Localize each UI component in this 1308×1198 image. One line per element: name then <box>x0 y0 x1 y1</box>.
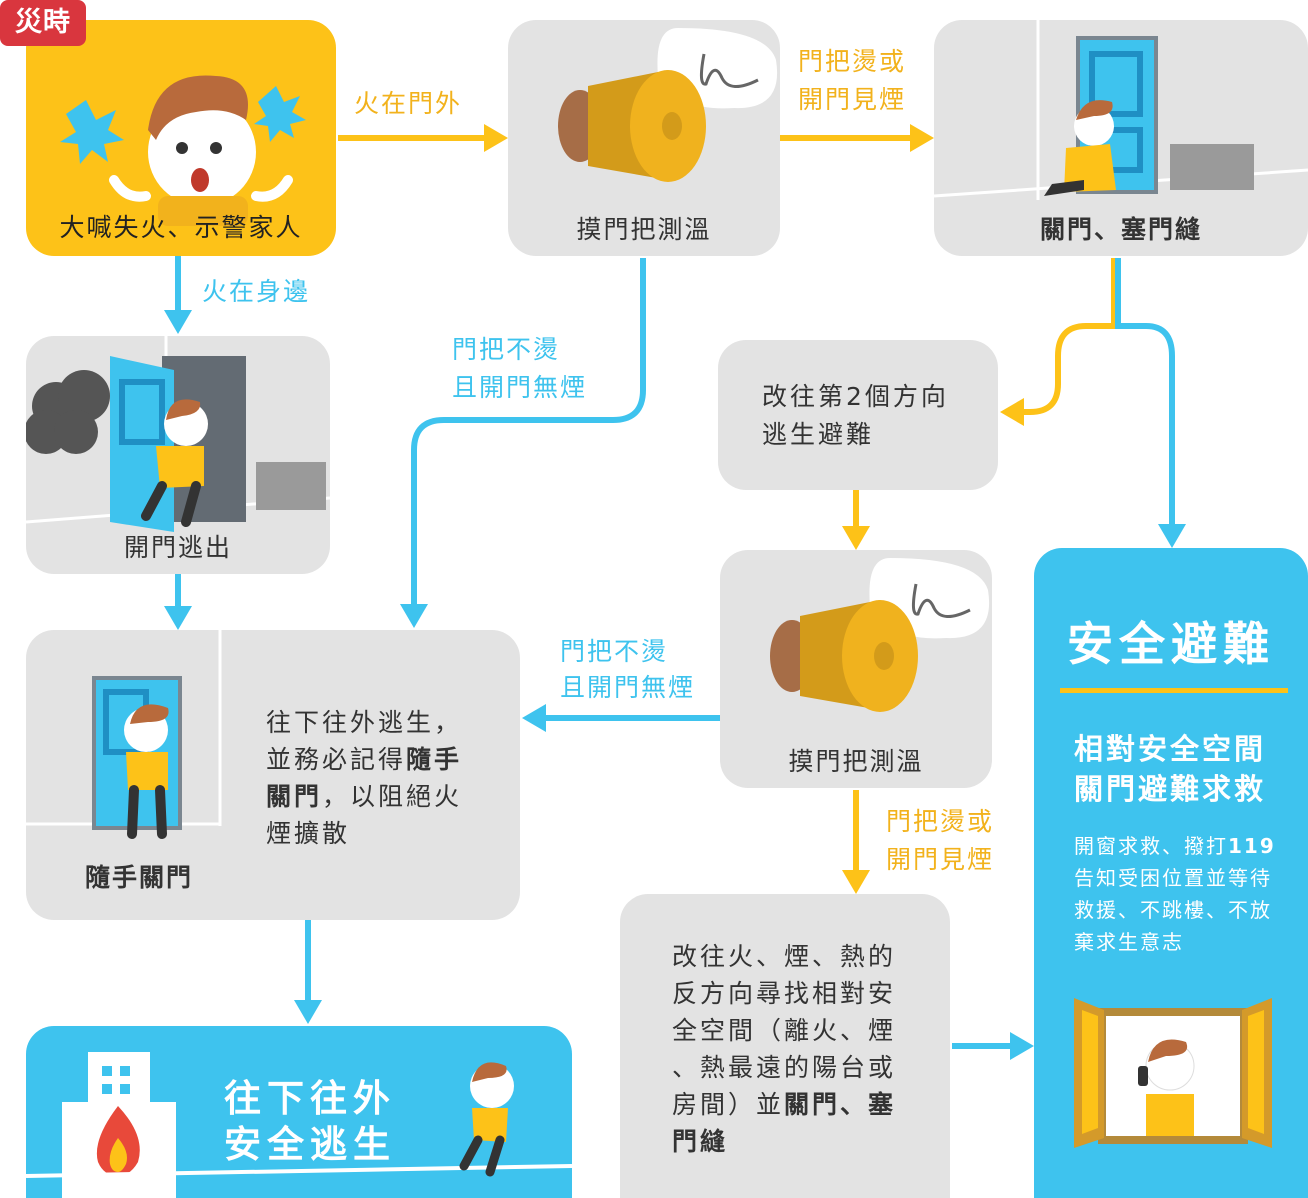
node-close-door: 關門、塞門縫 <box>934 20 1308 256</box>
node-open-escape: 開門逃出 <box>26 336 330 574</box>
label-hot2-line2: 開門見煙 <box>886 845 995 874</box>
tag-label: 災時 <box>15 7 71 38</box>
refuge-desc3: 救援、不跳樓、不放 <box>1074 898 1272 922</box>
arrow-open-to-close <box>164 574 192 630</box>
arrow-fire-outside <box>338 124 508 152</box>
close-behind-caption: 隨手關門 <box>84 863 193 892</box>
relative-line2: 反方向尋找相對安 <box>672 979 897 1008</box>
arrow-hot1 <box>780 124 934 152</box>
close-behind-line1: 往下往外逃生， <box>266 708 463 737</box>
arrow-second-to-touch2 <box>842 490 870 550</box>
arrow-hot2 <box>842 790 870 894</box>
arrow-fire-near <box>164 256 192 334</box>
panicking-person-illustration <box>60 75 306 226</box>
label-not-hot2-line1: 門把不燙 <box>560 637 669 666</box>
label-hot2-line1: 門把燙或 <box>886 807 995 836</box>
relative-line5: 房間）並關門、塞 <box>672 1086 896 1123</box>
label-hot1-line2: 開門見煙 <box>798 85 907 114</box>
node-start: 大喊失火、示警家人 <box>26 20 336 256</box>
door-knob-illustration-2 <box>770 558 990 712</box>
close-behind-line3-b: ，以阻絕火 <box>322 782 463 811</box>
relative-line3: 全空間（離火、煙 <box>672 1016 897 1045</box>
refuge-desc1: 開窗求救、撥打119 <box>1074 830 1276 859</box>
refuge-subtitle1: 相對安全空間 <box>1074 732 1267 766</box>
door-knob-illustration <box>558 28 778 182</box>
node-safe-refuge: 安全避難 相對安全空間 關門避難求救 開窗求救、撥打119 告知受困位置並等待 … <box>1034 548 1308 1198</box>
arrow-not-hot1 <box>400 258 646 628</box>
escape-down-line1: 往下往外 <box>224 1077 396 1120</box>
close-behind-line3: 關門，以阻絕火 <box>266 778 462 815</box>
second-dir-line2: 逃生避難 <box>762 420 875 449</box>
node-touch-handle-2: 摸門把測溫 <box>720 550 992 788</box>
label-fire-outside: 火在門外 <box>354 89 463 118</box>
closing-door-illustration <box>934 20 1308 200</box>
refuge-title: 安全避難 <box>1067 617 1275 671</box>
node-relative-safe: 改往火、煙、熱的 反方向尋找相對安 全空間（離火、煙 、熱最遠的陽台或 房間）並… <box>620 894 950 1198</box>
building-fire-illustration <box>26 1052 572 1198</box>
refuge-divider <box>1060 688 1288 693</box>
open-escape-caption: 開門逃出 <box>123 533 232 562</box>
arrow-close-to-escape <box>294 920 322 1024</box>
node-second-direction: 改往第2個方向 逃生避難 <box>718 340 998 490</box>
touch2-caption: 摸門把測溫 <box>788 747 924 776</box>
refuge-desc1-a: 開窗求救、撥打 <box>1074 834 1228 858</box>
close-behind-line4: 煙擴散 <box>266 819 351 848</box>
node-escape-down: 往下往外 安全逃生 <box>26 1026 572 1198</box>
start-caption: 大喊失火、示警家人 <box>59 213 303 242</box>
window-rescue-illustration <box>1074 998 1272 1148</box>
label-hot1-line1: 門把燙或 <box>798 47 907 76</box>
arrow-relative-to-refuge <box>952 1032 1034 1060</box>
arrow-close-door-split <box>1000 258 1186 548</box>
label-not-hot2-line2: 且開門無煙 <box>560 673 696 702</box>
label-not-hot1-line2: 且開門無煙 <box>452 373 588 402</box>
escape-door-illustration <box>26 336 330 532</box>
close-behind-line3-a: 關門 <box>266 782 323 811</box>
disaster-time-tag: 災時 <box>0 0 86 46</box>
node-close-behind: 隨手關門 往下往外逃生， 並務必記得隨手 關門，以阻絕火 煙擴散 <box>26 630 520 920</box>
label-fire-near: 火在身邊 <box>202 277 311 306</box>
refuge-subtitle2: 關門避難求救 <box>1074 772 1267 806</box>
relative-line5-b: 關門、塞 <box>784 1090 897 1119</box>
escape-down-line2: 安全逃生 <box>224 1123 396 1166</box>
closing-behind-illustration <box>26 630 222 839</box>
relative-line5-a: 房間）並 <box>672 1090 785 1119</box>
relative-line4: 、熱最遠的陽台或 <box>672 1053 897 1082</box>
label-not-hot1-line1: 門把不燙 <box>452 335 561 364</box>
close-door-caption: 關門、塞門縫 <box>1039 215 1202 244</box>
close-behind-line2: 並務必記得隨手 <box>266 741 462 778</box>
node-touch-handle-1: 摸門把測溫 <box>508 20 780 256</box>
relative-line6: 門縫 <box>672 1127 729 1156</box>
touch1-caption: 摸門把測溫 <box>576 215 712 244</box>
second-dir-line1: 改往第2個方向 <box>762 382 949 411</box>
refuge-desc2: 告知受困位置並等待 <box>1074 866 1272 890</box>
close-behind-line2-b: 隨手 <box>406 745 463 774</box>
arrow-not-hot2 <box>522 704 720 732</box>
close-behind-line2-a: 並務必記得 <box>266 745 407 774</box>
relative-line1: 改往火、煙、熱的 <box>672 942 897 971</box>
refuge-desc4: 棄求生意志 <box>1074 930 1184 954</box>
refuge-desc1-b: 119 <box>1228 834 1276 858</box>
